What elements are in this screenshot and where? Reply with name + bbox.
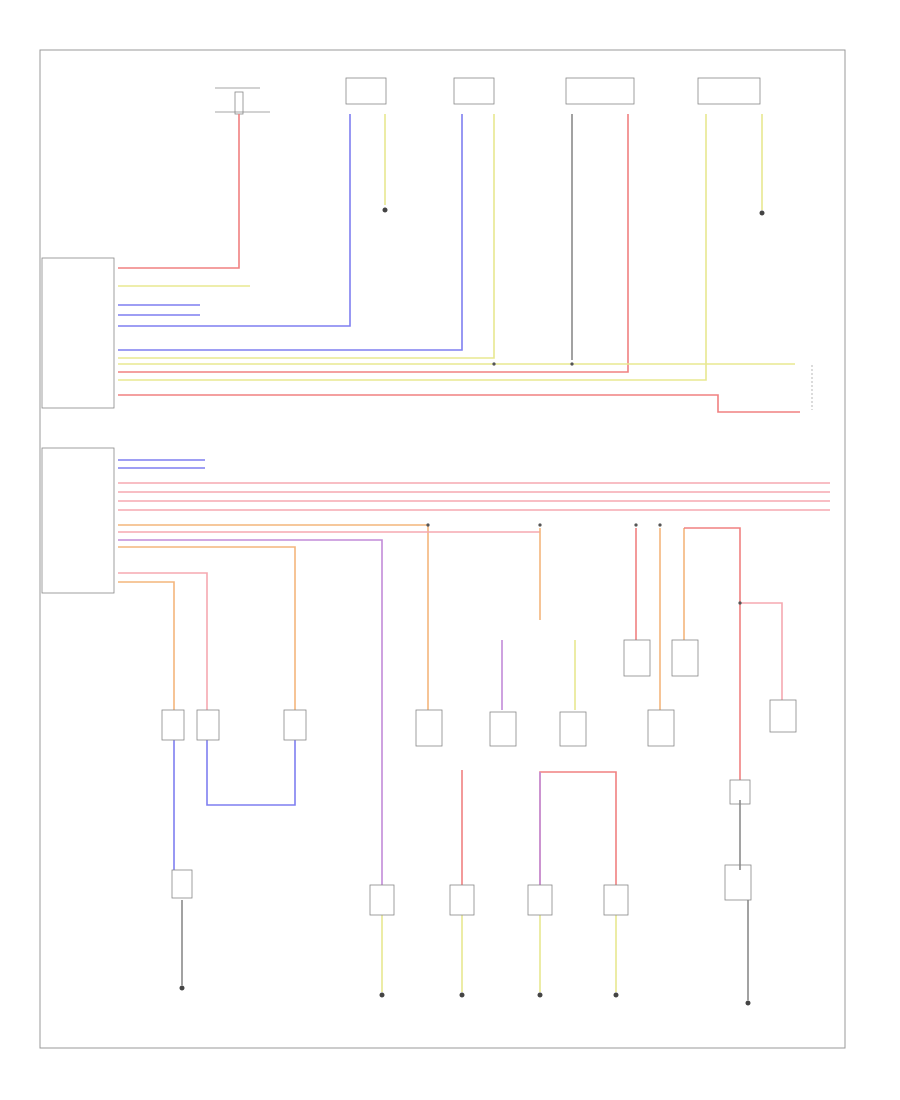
lamp-1 bbox=[161, 709, 185, 741]
lower-components bbox=[161, 639, 797, 916]
diagram-frame bbox=[39, 49, 846, 1049]
wire-long-red bbox=[118, 394, 800, 413]
ground-1 bbox=[382, 207, 388, 213]
component-rm-1 bbox=[623, 639, 651, 677]
component-rm-3 bbox=[671, 639, 699, 677]
wire-mid-violet bbox=[118, 539, 383, 885]
top-fuse-1 bbox=[234, 91, 244, 115]
wire-ll-blue-2 bbox=[206, 740, 296, 806]
wire-lm-red-2 bbox=[539, 771, 617, 885]
lamp-2 bbox=[196, 709, 220, 741]
component-lm-2 bbox=[489, 711, 517, 747]
top-component-2 bbox=[453, 77, 495, 105]
wire-top-yellow-2 bbox=[118, 114, 495, 359]
ground-6 bbox=[537, 992, 543, 998]
ground-4 bbox=[379, 992, 385, 998]
module-upper-left bbox=[41, 257, 115, 409]
ground-2 bbox=[759, 210, 765, 216]
lamp-3 bbox=[283, 709, 307, 741]
upper-wires bbox=[118, 114, 800, 413]
wire-drop-8 bbox=[740, 602, 783, 700]
wire-mid-orange-2 bbox=[118, 546, 296, 710]
ground-3 bbox=[179, 985, 185, 991]
top-component-4 bbox=[697, 77, 761, 105]
lower-left-wires bbox=[173, 740, 296, 985]
switch-ll bbox=[171, 869, 193, 899]
lower-mid-wires bbox=[381, 770, 617, 992]
lamp-lm-2 bbox=[449, 884, 475, 916]
lamp-lm-4 bbox=[603, 884, 629, 916]
component-lm-3 bbox=[559, 711, 587, 747]
wire-mid-pink-6 bbox=[118, 572, 208, 710]
wire-drop-7 bbox=[684, 527, 741, 780]
right-wires bbox=[501, 527, 783, 1000]
top-components bbox=[215, 77, 761, 115]
component-right-3 bbox=[724, 864, 752, 901]
wire-top-red bbox=[118, 114, 240, 269]
lamp-lm-3 bbox=[527, 884, 553, 916]
component-rm-2 bbox=[647, 709, 675, 747]
wire-top-red-2 bbox=[118, 114, 629, 373]
component-right-2 bbox=[729, 779, 751, 805]
wire-mid-orange-3 bbox=[118, 581, 175, 710]
top-component-1 bbox=[345, 77, 387, 105]
wire-top-yellow-3 bbox=[118, 114, 707, 381]
wire-top-blue-1 bbox=[118, 114, 351, 327]
lamp-lm-1 bbox=[369, 884, 395, 916]
component-lm-1 bbox=[415, 709, 443, 747]
bottom-grounds bbox=[179, 985, 751, 1006]
middle-wires bbox=[118, 459, 830, 885]
ground-8 bbox=[745, 1000, 751, 1006]
component-right-1 bbox=[769, 699, 797, 733]
wire-top-blue-2 bbox=[118, 114, 463, 351]
ground-5 bbox=[459, 992, 465, 998]
top-component-3 bbox=[565, 77, 635, 105]
ground-7 bbox=[613, 992, 619, 998]
junctions bbox=[426, 362, 742, 605]
module-lower-left bbox=[41, 447, 115, 594]
